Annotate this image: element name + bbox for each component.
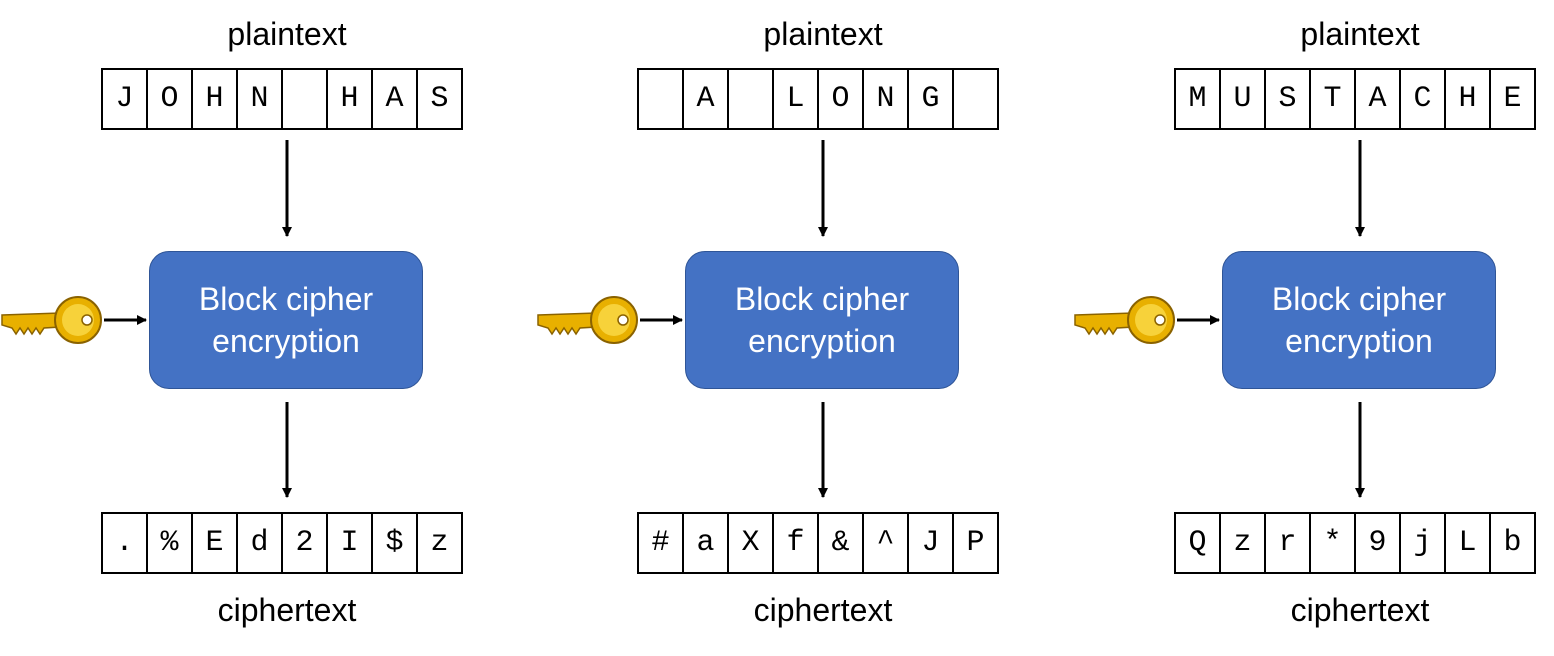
plaintext-label: plaintext: [1300, 16, 1420, 52]
plaintext-cell: A: [1354, 68, 1401, 130]
box-line-2: encryption: [1285, 323, 1433, 359]
plaintext-cell: O: [146, 68, 193, 130]
ciphertext-cell: 9: [1354, 512, 1401, 574]
ciphertext-cell: X: [727, 512, 774, 574]
ciphertext-cell: d: [236, 512, 283, 574]
ciphertext-cell: a: [682, 512, 729, 574]
plaintext-cell: N: [862, 68, 909, 130]
plaintext-cell: H: [326, 68, 373, 130]
ciphertext-cell: #: [637, 512, 684, 574]
box-line-2: encryption: [748, 323, 896, 359]
block-cipher-box: Block cipher encryption: [1222, 251, 1496, 389]
plaintext-cell: S: [1264, 68, 1311, 130]
plaintext-cell: S: [416, 68, 463, 130]
plaintext-cell: T: [1309, 68, 1356, 130]
plaintext-cell: A: [682, 68, 729, 130]
ciphertext-cell: I: [326, 512, 373, 574]
ciphertext-cell: J: [907, 512, 954, 574]
ciphertext-label: ciphertext: [1290, 592, 1430, 628]
box-line-1: Block cipher: [198, 281, 374, 317]
ciphertext-cell: Q: [1174, 512, 1221, 574]
ciphertext-cell: z: [416, 512, 463, 574]
key-icon: [537, 296, 638, 344]
block-cipher-box: Block cipher encryption: [149, 251, 423, 389]
plaintext-cell: H: [191, 68, 238, 130]
plaintext-cell: O: [817, 68, 864, 130]
ciphertext-cell: ^: [862, 512, 909, 574]
plaintext-cell: G: [907, 68, 954, 130]
ciphertext-cell: r: [1264, 512, 1311, 574]
ciphertext-cell: 2: [281, 512, 328, 574]
plaintext-label: plaintext: [763, 16, 883, 52]
ciphertext-label: ciphertext: [753, 592, 893, 628]
ciphertext-cell: f: [772, 512, 819, 574]
key-icon: [1, 296, 102, 344]
plaintext-cell: M: [1174, 68, 1221, 130]
plaintext-cell: [637, 68, 684, 130]
box-line-2: encryption: [212, 323, 360, 359]
ciphertext-label: ciphertext: [217, 592, 357, 628]
plaintext-label: plaintext: [227, 16, 347, 52]
plaintext-cell: N: [236, 68, 283, 130]
ciphertext-cell: $: [371, 512, 418, 574]
plaintext-cell: J: [101, 68, 148, 130]
plaintext-cell: C: [1399, 68, 1446, 130]
ciphertext-cell: L: [1444, 512, 1491, 574]
ciphertext-cell: z: [1219, 512, 1266, 574]
ciphertext-cell: %: [146, 512, 193, 574]
plaintext-cell: E: [1489, 68, 1536, 130]
plaintext-cell: L: [772, 68, 819, 130]
ciphertext-cell: E: [191, 512, 238, 574]
plaintext-cell: [727, 68, 774, 130]
plaintext-cell: U: [1219, 68, 1266, 130]
box-line-1: Block cipher: [734, 281, 910, 317]
plaintext-cell: A: [371, 68, 418, 130]
block-cipher-box: Block cipher encryption: [685, 251, 959, 389]
key-icon: [1074, 296, 1175, 344]
ciphertext-cell: *: [1309, 512, 1356, 574]
ciphertext-cell: .: [101, 512, 148, 574]
ciphertext-cell: &: [817, 512, 864, 574]
ciphertext-cell: b: [1489, 512, 1536, 574]
ciphertext-cell: P: [952, 512, 999, 574]
box-line-1: Block cipher: [1271, 281, 1447, 317]
plaintext-cell: H: [1444, 68, 1491, 130]
plaintext-cell: [952, 68, 999, 130]
plaintext-cell: [281, 68, 328, 130]
ciphertext-cell: j: [1399, 512, 1446, 574]
